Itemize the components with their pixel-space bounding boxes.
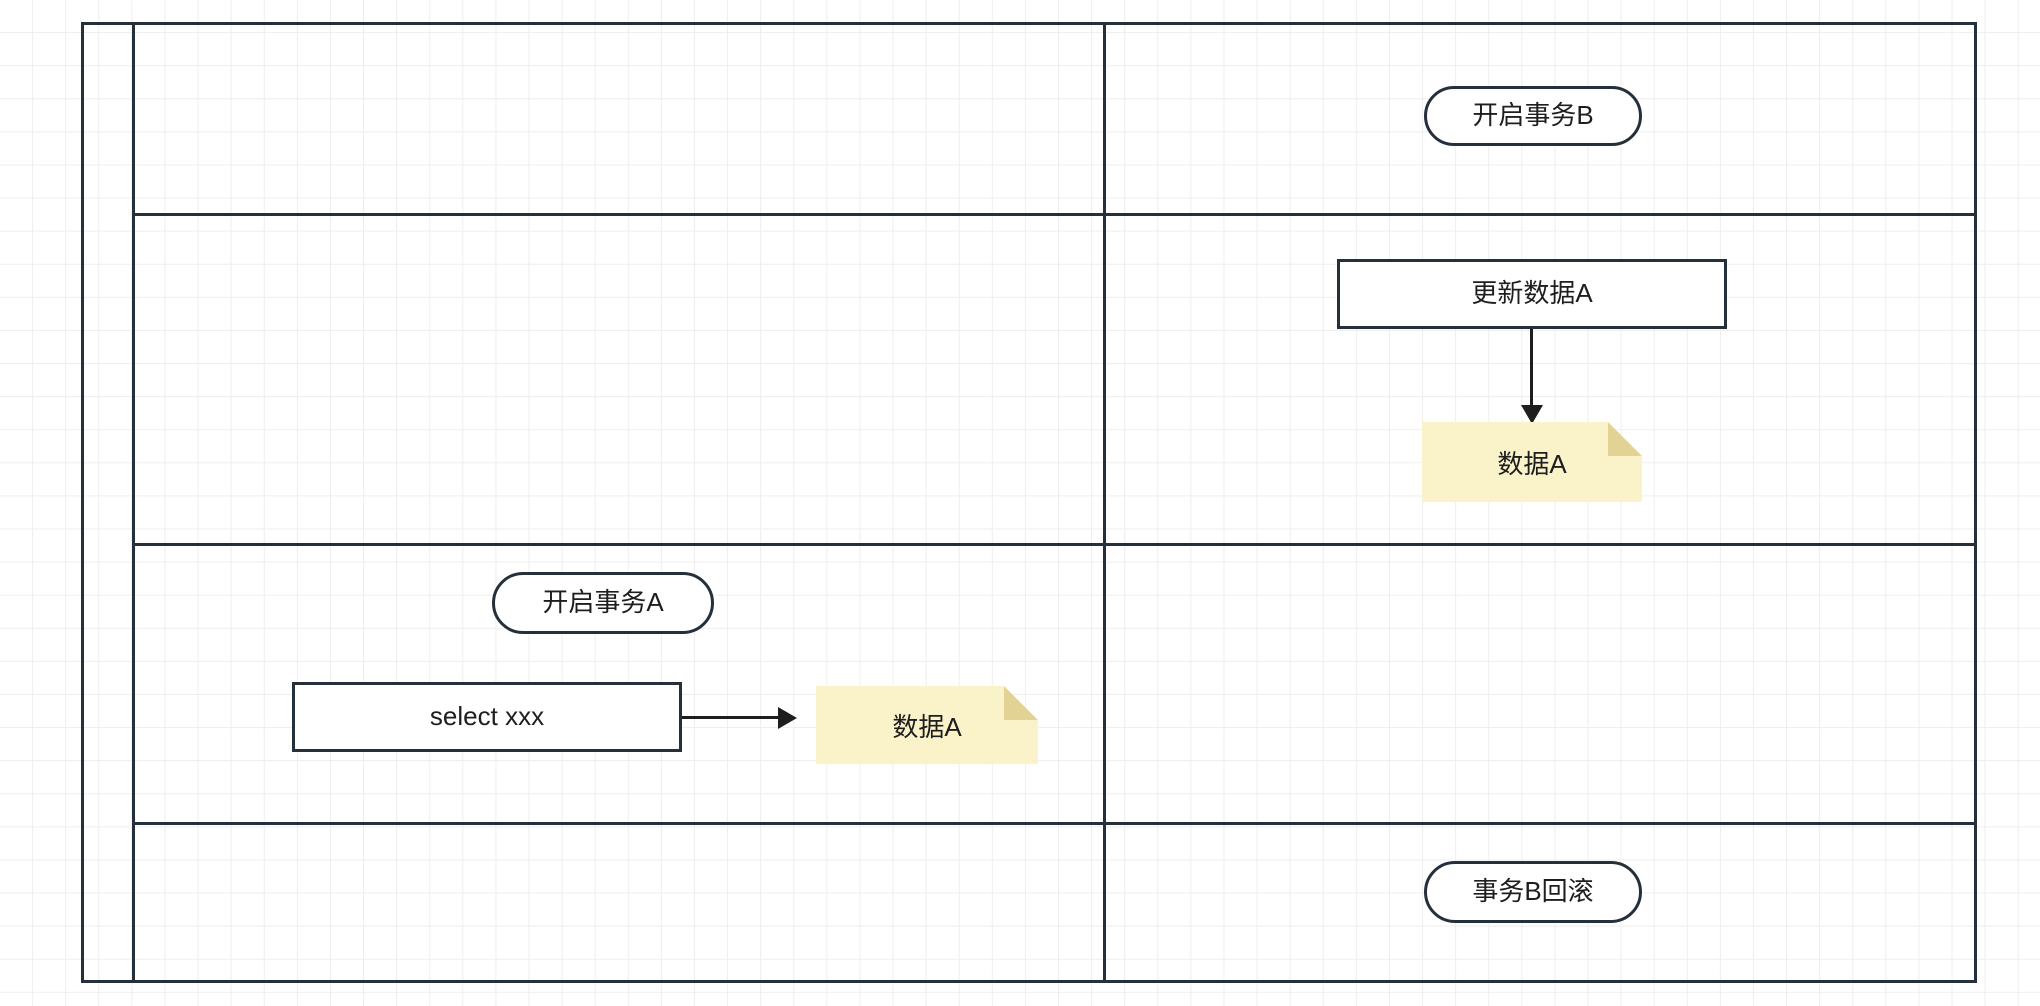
node-rollback-transaction-b[interactable]: 事务B回滚 — [1424, 861, 1642, 923]
arrowhead-down-icon — [1521, 405, 1543, 424]
lane-title-column — [84, 25, 135, 980]
swimlane-table — [81, 22, 1977, 983]
connector-line-horizontal — [682, 716, 778, 719]
node-select-xxx-label: select xxx — [429, 701, 545, 732]
node-select-xxx[interactable]: select xxx — [292, 682, 682, 752]
node-update-data-a[interactable]: 更新数据A — [1337, 259, 1727, 329]
column-divider — [1103, 25, 1106, 980]
node-rollback-transaction-b-label: 事务B回滚 — [1472, 876, 1594, 907]
connector-select-to-data-a — [682, 707, 797, 729]
connector-update-to-data-a — [1521, 329, 1543, 424]
node-start-transaction-a-label: 开启事务A — [542, 587, 664, 618]
row-divider-3 — [135, 822, 1974, 825]
node-update-data-a-label: 更新数据A — [1471, 278, 1593, 309]
row-divider-1 — [135, 213, 1974, 216]
node-start-transaction-b[interactable]: 开启事务B — [1424, 86, 1642, 146]
node-start-transaction-b-label: 开启事务B — [1472, 100, 1594, 131]
note-data-a-right[interactable]: 数据A — [1422, 422, 1642, 502]
row-divider-2 — [135, 543, 1974, 546]
connector-line-vertical — [1530, 329, 1533, 405]
note-data-a-right-label: 数据A — [1497, 448, 1567, 479]
arrowhead-right-icon — [778, 707, 797, 729]
node-start-transaction-a[interactable]: 开启事务A — [492, 572, 714, 634]
note-data-a-left[interactable]: 数据A — [816, 686, 1038, 764]
note-data-a-left-label: 数据A — [892, 711, 962, 742]
